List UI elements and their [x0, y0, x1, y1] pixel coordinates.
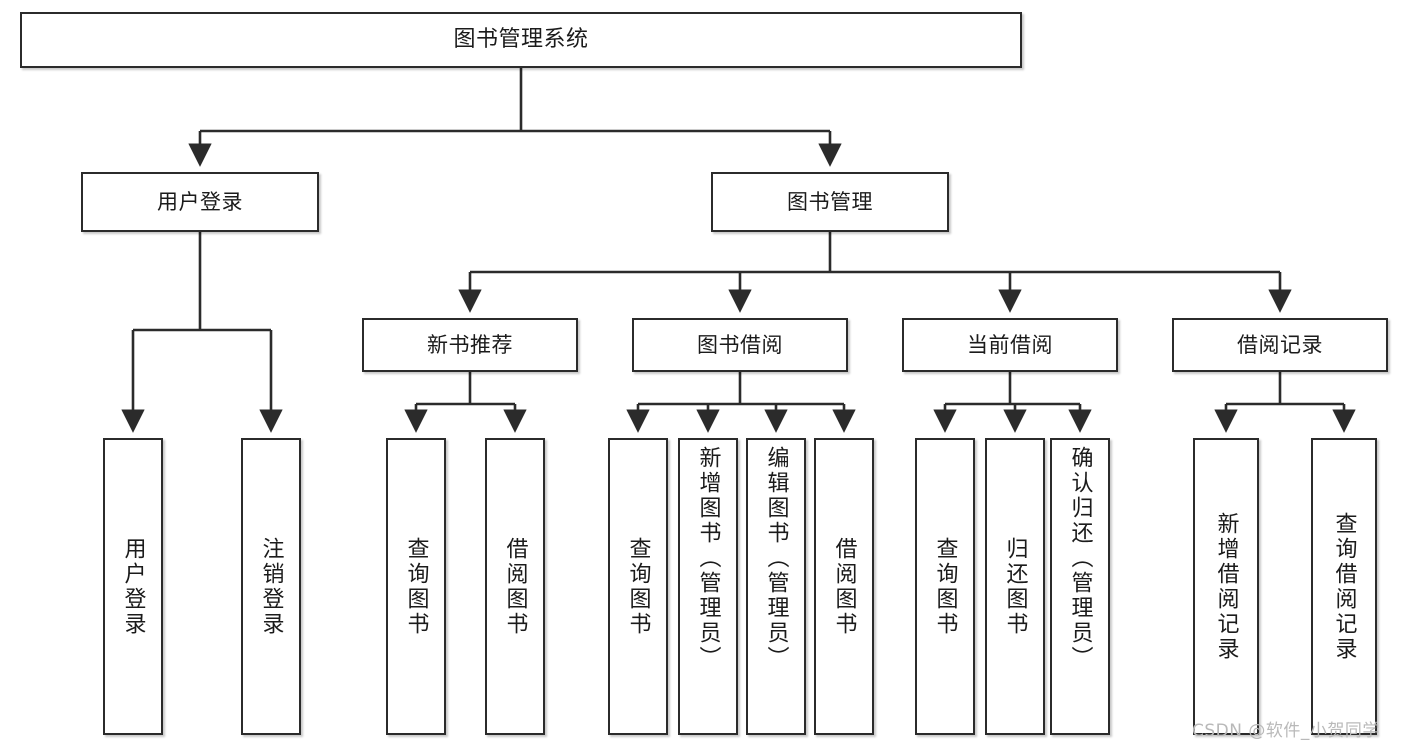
node-root-label: 图书管理系统: [453, 27, 589, 53]
node-leaf-logout-login[interactable]: 注销登录: [241, 438, 301, 735]
node-leaf-return-book[interactable]: 归还图书: [985, 438, 1045, 735]
node-leaf-user-login-label: 用户登录: [120, 536, 146, 637]
node-book-borrow[interactable]: 图书借阅: [632, 318, 848, 372]
node-leaf-query-book-2-label: 查询图书: [625, 536, 651, 637]
node-leaf-borrow-book-2-label: 借阅图书: [831, 536, 857, 637]
node-leaf-user-login[interactable]: 用户登录: [103, 438, 163, 735]
node-leaf-query-book-2[interactable]: 查询图书: [608, 438, 668, 735]
node-leaf-add-book-admin-label: 新增图书（管理员）: [695, 446, 721, 671]
node-current-borrow-label: 当前借阅: [967, 332, 1053, 357]
node-leaf-edit-book-admin[interactable]: 编辑图书（管理员）: [746, 438, 806, 735]
node-leaf-add-borrow-record-label: 新增借阅记录: [1213, 511, 1239, 662]
node-book-management[interactable]: 图书管理: [711, 172, 949, 232]
node-leaf-return-book-label: 归还图书: [1002, 536, 1028, 637]
node-leaf-add-book-admin[interactable]: 新增图书（管理员）: [678, 438, 738, 735]
node-user-login[interactable]: 用户登录: [81, 172, 319, 232]
node-leaf-add-borrow-record[interactable]: 新增借阅记录: [1193, 438, 1259, 735]
node-leaf-borrow-book-1-label: 借阅图书: [502, 536, 528, 637]
node-leaf-query-book-3-label: 查询图书: [932, 536, 958, 637]
node-current-borrow[interactable]: 当前借阅: [902, 318, 1118, 372]
node-leaf-query-book-3[interactable]: 查询图书: [915, 438, 975, 735]
node-borrow-record[interactable]: 借阅记录: [1172, 318, 1388, 372]
node-new-book-recommend[interactable]: 新书推荐: [362, 318, 578, 372]
node-leaf-borrow-book-2[interactable]: 借阅图书: [814, 438, 874, 735]
node-leaf-confirm-return-admin[interactable]: 确认归还（管理员）: [1050, 438, 1110, 735]
node-leaf-borrow-book-1[interactable]: 借阅图书: [485, 438, 545, 735]
node-leaf-edit-book-admin-label: 编辑图书（管理员）: [763, 446, 789, 671]
node-root[interactable]: 图书管理系统: [20, 12, 1022, 68]
node-leaf-logout-login-label: 注销登录: [258, 536, 284, 637]
node-user-login-label: 用户登录: [157, 189, 243, 214]
csdn-watermark: CSDN @软件_小贺同学: [1192, 721, 1380, 741]
node-leaf-confirm-return-admin-label: 确认归还（管理员）: [1067, 446, 1093, 671]
node-leaf-query-borrow-record-label: 查询借阅记录: [1331, 511, 1357, 662]
node-leaf-query-book-1-label: 查询图书: [403, 536, 429, 637]
node-leaf-query-borrow-record[interactable]: 查询借阅记录: [1311, 438, 1377, 735]
node-new-book-recommend-label: 新书推荐: [427, 332, 513, 357]
node-leaf-query-book-1[interactable]: 查询图书: [386, 438, 446, 735]
node-book-borrow-label: 图书借阅: [697, 332, 783, 357]
node-book-management-label: 图书管理: [787, 189, 873, 214]
node-borrow-record-label: 借阅记录: [1237, 332, 1323, 357]
